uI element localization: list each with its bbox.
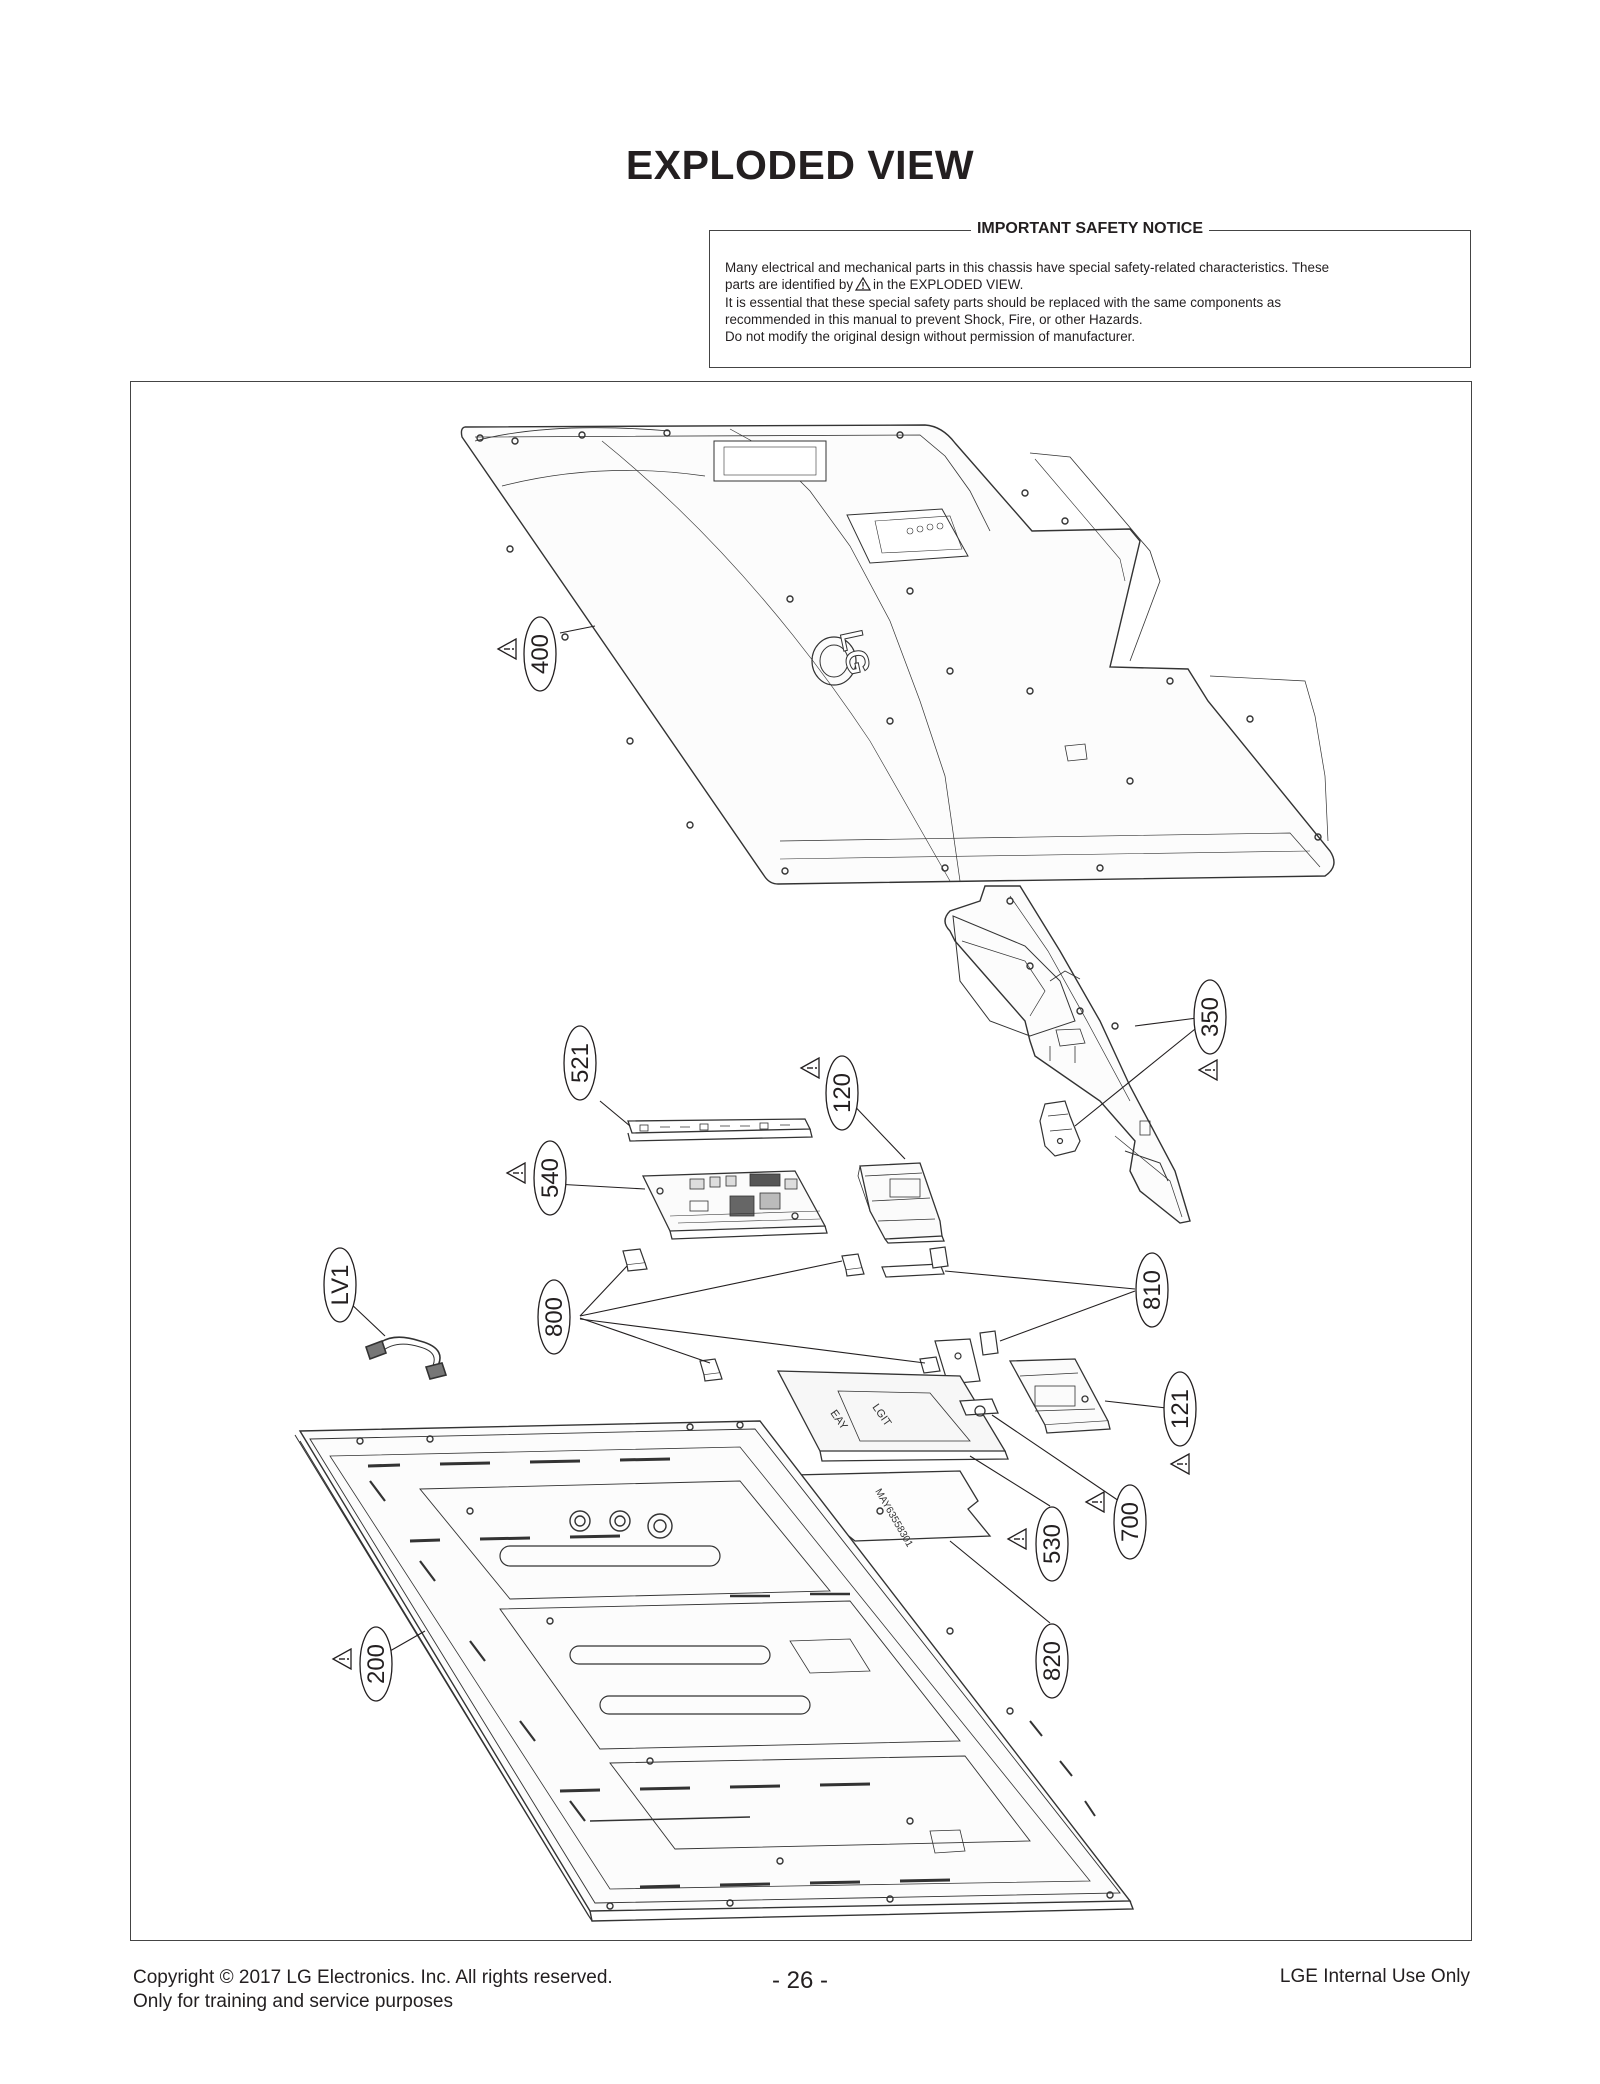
- part-callouts: 400 350 521 120 540 LV1 800: [323, 616, 1227, 1702]
- callout-521: 521: [563, 1025, 597, 1101]
- diagram-frame: [130, 381, 1472, 1941]
- power-board-drawing: EAY LGIT: [776, 1370, 1009, 1462]
- panel-frame-drawing: [294, 1420, 1135, 1922]
- back-cover-drawing: LG: [460, 424, 1335, 885]
- callout-200: 200: [332, 1626, 393, 1702]
- callout-530: 530: [1007, 1506, 1069, 1582]
- notice-line-4: recommended in this manual to prevent Sh…: [725, 311, 1143, 327]
- safety-notice-heading-wrap: IMPORTANT SAFETY NOTICE: [710, 220, 1470, 238]
- safety-notice-box: IMPORTANT SAFETY NOTICE Many electrical …: [709, 220, 1471, 368]
- small-bracket-drawing: [1039, 1100, 1081, 1157]
- callout-120: 120: [800, 1055, 859, 1131]
- safety-notice-heading: IMPORTANT SAFETY NOTICE: [970, 220, 1210, 237]
- callout-810: 810: [1135, 1252, 1169, 1328]
- clips-800-drawing: [622, 1248, 941, 1382]
- part-label-lv1: LV1: [327, 1265, 354, 1306]
- internal-use-note: LGE Internal Use Only: [1279, 1966, 1470, 1987]
- notice-line-3: It is essential that these special safet…: [725, 294, 1282, 310]
- part-label-810: 810: [1139, 1270, 1166, 1310]
- bracket-521-drawing: [627, 1118, 813, 1142]
- holder-810-drawing: [881, 1246, 999, 1385]
- part-label-200: 200: [363, 1644, 390, 1684]
- part-label-800: 800: [541, 1297, 568, 1337]
- callout-400: 400: [497, 616, 557, 692]
- training-note: Only for training and service purposes: [133, 1991, 453, 2012]
- notice-line-5: Do not modify the original design withou…: [725, 329, 1136, 345]
- part-label-521: 521: [567, 1043, 594, 1083]
- callout-820: 820: [1035, 1623, 1069, 1699]
- bracket-120-drawing: [857, 1162, 945, 1244]
- lg-logo-text: LG: [833, 627, 877, 678]
- callout-lv1: LV1: [323, 1247, 357, 1323]
- page-number: - 26 -: [771, 1967, 828, 1994]
- warning-triangle-icon: [855, 277, 872, 291]
- exploded-view-diagram: LG: [294, 424, 1335, 1922]
- part-label-700: 700: [1117, 1502, 1144, 1542]
- stand-bracket-drawing: [944, 885, 1191, 1224]
- part-label-530: 530: [1039, 1524, 1066, 1564]
- part-label-350: 350: [1197, 997, 1224, 1037]
- footer-copyright-block: Copyright © 2017 LG Electronics. Inc. Al…: [133, 1966, 613, 2014]
- part-label-121: 121: [1167, 1389, 1194, 1429]
- safety-notice-text: Many electrical and mechanical parts in …: [725, 259, 1455, 345]
- notice-line-1: Many electrical and mechanical parts in …: [725, 260, 1330, 275]
- connector-121-drawing: [1008, 1358, 1111, 1434]
- callout-700: 700: [1085, 1484, 1147, 1560]
- part-label-540: 540: [537, 1158, 564, 1198]
- notice-line-2-start: parts are identified by: [725, 277, 854, 293]
- main-board-drawing: [641, 1170, 828, 1240]
- part-label-120: 120: [829, 1073, 856, 1113]
- part-label-400: 400: [527, 634, 554, 674]
- page-title: EXPLODED VIEW: [625, 142, 975, 188]
- callout-540: 540: [506, 1140, 567, 1216]
- notice-line-2: parts are identified by in the EXPLODED V…: [725, 276, 1455, 293]
- part-label-820: 820: [1039, 1641, 1066, 1681]
- callout-350: 350: [1193, 979, 1227, 1081]
- copyright-text: Copyright © 2017 LG Electronics. Inc. Al…: [133, 1967, 613, 1988]
- callout-121: 121: [1163, 1371, 1197, 1475]
- cable-lv1-drawing: [364, 1336, 448, 1380]
- callout-800: 800: [537, 1279, 571, 1355]
- leader-lines: [347, 625, 1206, 1652]
- notice-line-2-end: in the EXPLODED VIEW.: [873, 277, 1024, 293]
